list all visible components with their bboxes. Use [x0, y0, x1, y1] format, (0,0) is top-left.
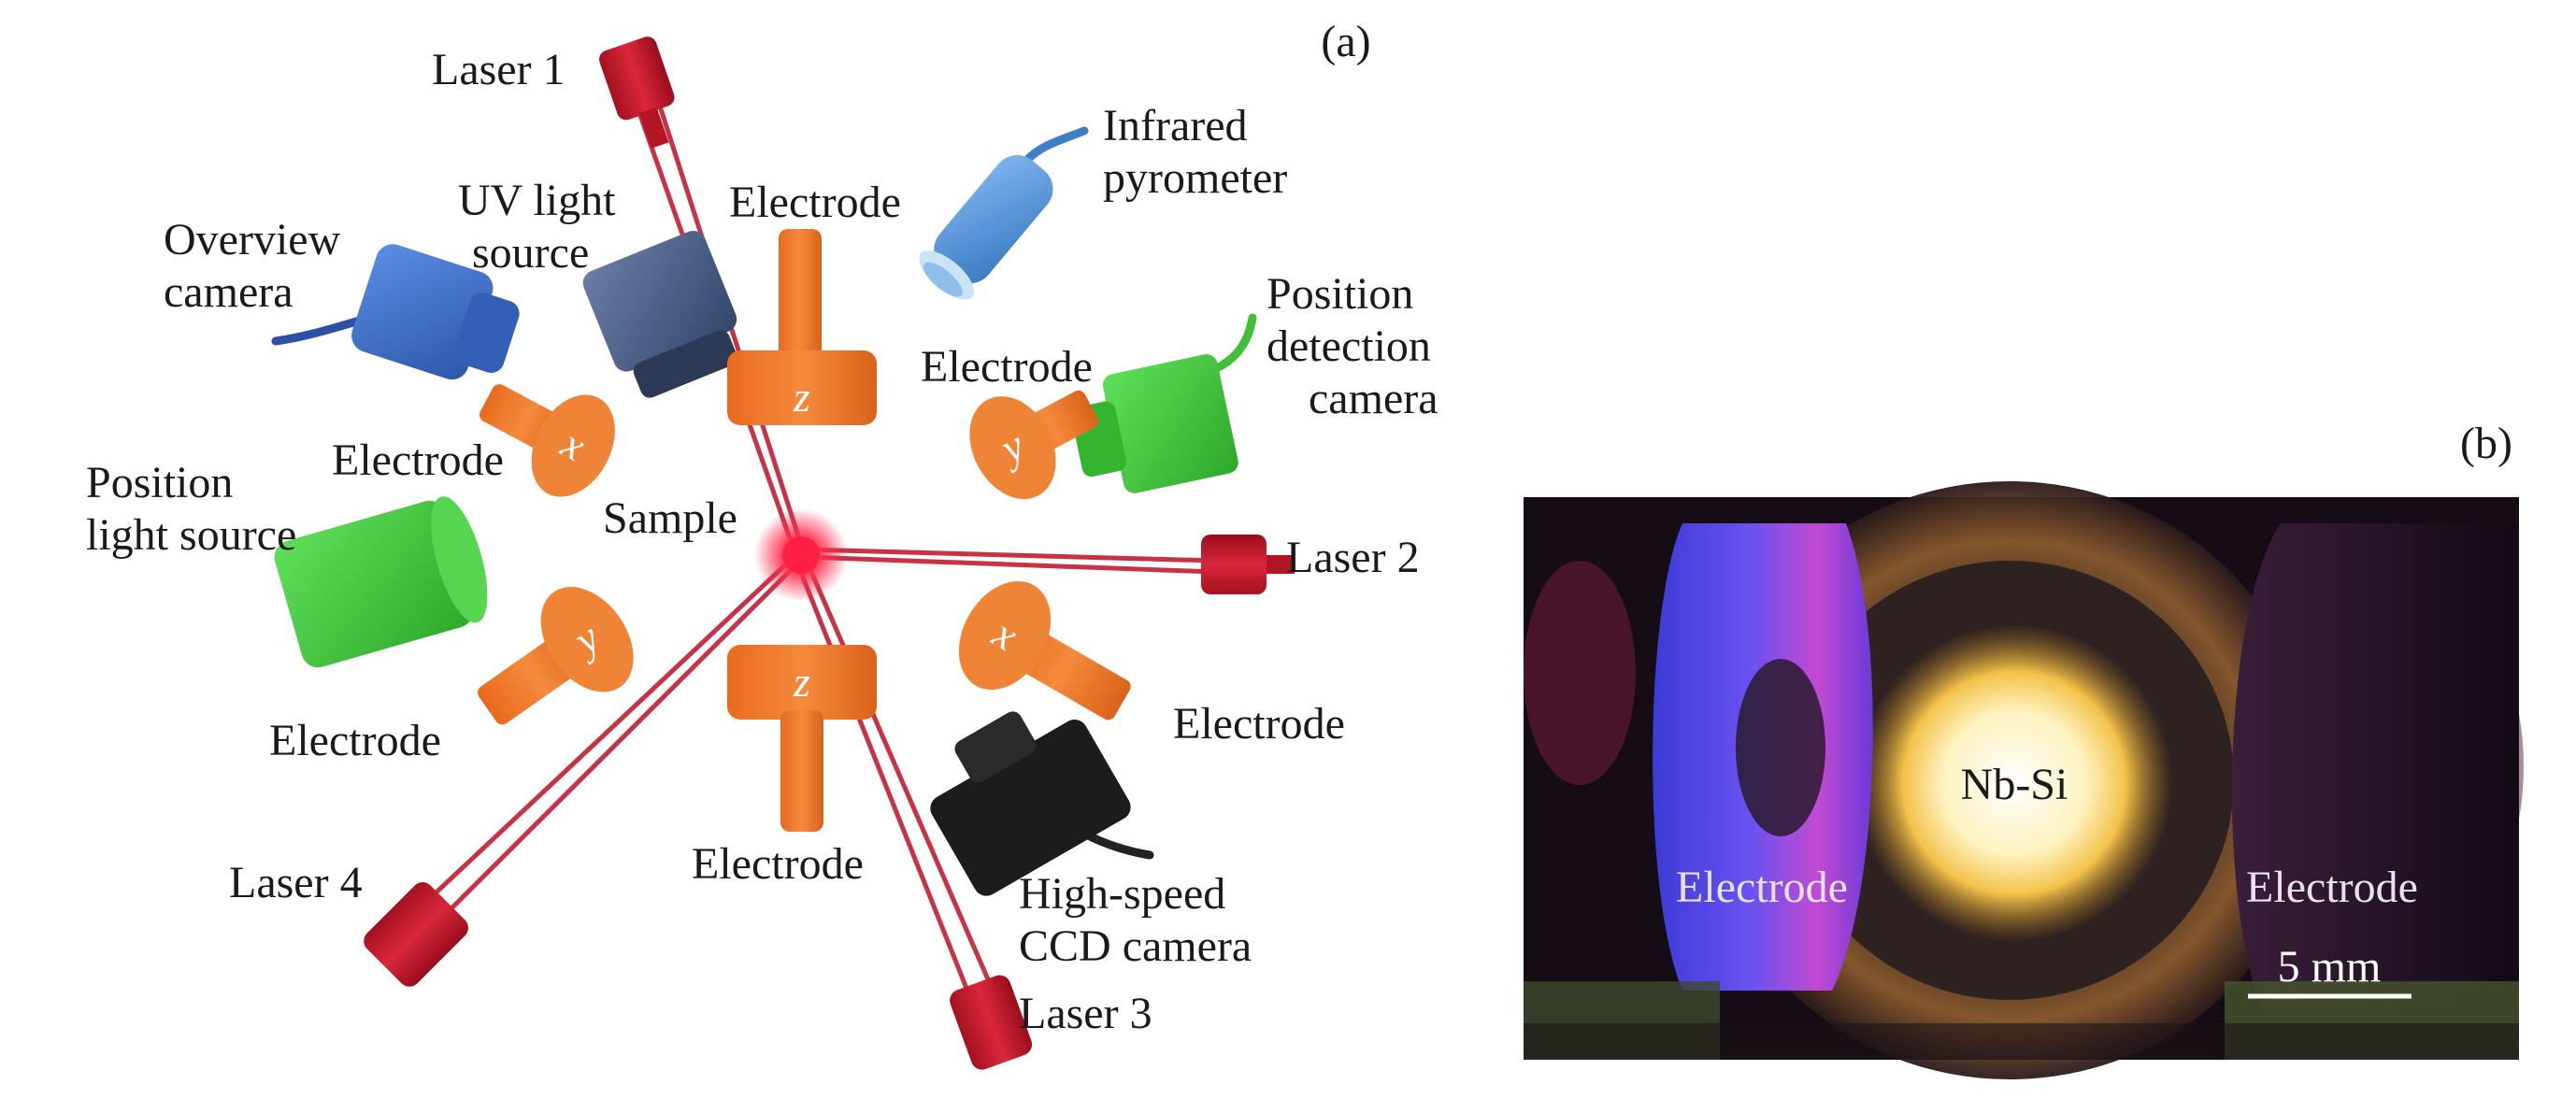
scale-bar: 5 mm [2248, 942, 2411, 999]
laser-2 [1201, 535, 1295, 594]
laser-2-label: Laser 2 [1286, 533, 1420, 582]
electrode-x-left: x [479, 384, 615, 497]
electrode-label-right-lower: Electrode [1173, 699, 1345, 749]
laser-4-label: Laser 4 [229, 858, 363, 907]
infrared-label-2: pyrometer [1103, 153, 1287, 203]
electrode-label-bottom: Electrode [692, 839, 864, 889]
electrode-label-top: Electrode [729, 178, 901, 227]
sample-core [782, 536, 820, 574]
right-electrode [2231, 523, 2519, 1009]
overview-camera-label-1: Overview [164, 215, 341, 264]
electrode-label-left-lower: Electrode [269, 716, 441, 765]
panel-b-tag: (b) [2460, 419, 2512, 468]
overview-camera [271, 244, 520, 380]
panel-b: (b) Nb-Si Electrode Electrode 5 mm [1524, 419, 2524, 1079]
electrode-label-left-upper: Electrode [332, 435, 504, 485]
laser-3-label: Laser 3 [1019, 989, 1152, 1038]
electrode-right-label: Electrode [2246, 863, 2418, 912]
panel-a: (a) Laser 1 Laser 2 Laser 3 [86, 17, 1438, 1070]
ccd-label-2: CCD camera [1019, 921, 1252, 971]
electrode-x-right: x [958, 580, 1131, 721]
infrared-pyrometer [919, 126, 1089, 300]
infrared-label-1: Infrared [1103, 101, 1248, 150]
position-detection-label-2: detection [1267, 321, 1431, 371]
laser-3 [950, 975, 1033, 1070]
uv-light-source [582, 231, 737, 398]
electrode-y-left: y [478, 587, 634, 725]
nb-si-sample [1855, 624, 2173, 942]
scale-bar-label: 5 mm [2278, 942, 2382, 992]
nb-si-label: Nb-Si [1961, 760, 2068, 809]
laser-beams [409, 88, 1216, 992]
laser-1-label: Laser 1 [432, 45, 565, 94]
panel-a-tag: (a) [1321, 17, 1370, 66]
position-light-source [274, 496, 488, 668]
high-speed-ccd-camera [930, 711, 1154, 896]
electrode-label-right-upper: Electrode [921, 342, 1093, 392]
electrode-z-bottom: z [727, 645, 877, 832]
position-detection-camera [1071, 313, 1257, 493]
electrode-left-label: Electrode [1676, 863, 1848, 912]
uv-light-label-1: UV light [458, 176, 616, 225]
electrode-z-top: z [727, 229, 877, 425]
axis-z-top: z [793, 373, 810, 421]
position-light-label-1: Position [86, 458, 233, 507]
sample-label: Sample [603, 493, 737, 543]
axis-z-bottom: z [793, 658, 810, 706]
overview-camera-label-2: camera [164, 267, 293, 317]
position-light-label-2: light source [86, 510, 296, 560]
position-detection-label-3: camera [1309, 374, 1438, 423]
ccd-label-1: High-speed [1019, 869, 1225, 919]
position-detection-label-1: Position [1267, 269, 1413, 319]
uv-light-label-2: source [472, 228, 589, 278]
photo [1524, 481, 2524, 1079]
electrode-y-right: y [969, 390, 1098, 499]
laser-4 [364, 882, 468, 987]
laser-1 [599, 36, 675, 149]
